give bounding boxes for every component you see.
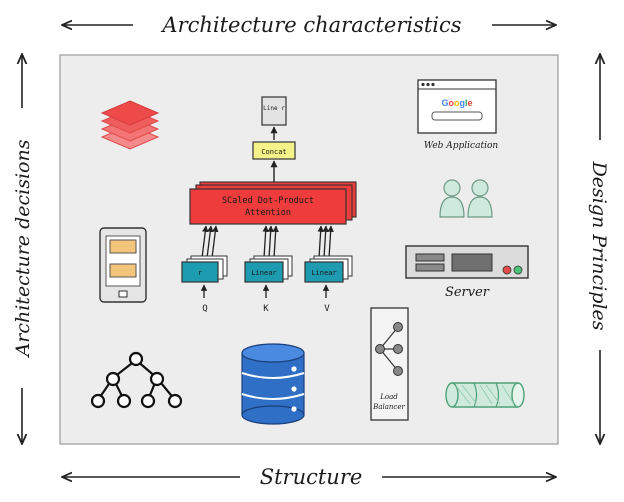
load-balancer-line2: Balancer	[372, 403, 405, 411]
bottom-axis: Structure	[62, 465, 556, 489]
search-bar	[431, 111, 483, 121]
logo-letter: G	[441, 98, 448, 108]
logo-letter: l	[465, 98, 468, 108]
input-q-label: Q	[202, 304, 207, 314]
logo-letter: e	[468, 98, 473, 108]
logo-letter: o	[448, 98, 454, 108]
top-label: Architecture characteristics	[160, 13, 461, 37]
load-balancer: Load Balancer	[370, 307, 409, 421]
database-icon	[241, 343, 305, 425]
web-application-caption: Web Application	[424, 141, 499, 151]
concat-label: Concat	[261, 148, 286, 156]
linear-k-label: Linear	[251, 269, 276, 277]
tree-icon	[90, 351, 183, 409]
right-axis: Design Principles	[588, 54, 610, 444]
logo-letter: o	[454, 98, 460, 108]
input-k-label: K	[263, 304, 269, 314]
right-label: Design Principles	[588, 161, 610, 331]
linear-k-box	[244, 261, 284, 283]
top-axis: Architecture characteristics	[62, 13, 556, 37]
input-v-label: V	[324, 304, 330, 314]
left-label: Architecture decisions	[12, 139, 34, 358]
sdpa-label-line2: Attention	[245, 208, 291, 218]
linear-v-label: Linear	[311, 269, 336, 277]
layers-icon	[100, 100, 160, 150]
load-balancer-line1: Load	[379, 393, 398, 401]
sdpa-label-line1: SCaled Dot-Product	[222, 196, 314, 206]
bottom-label: Structure	[260, 465, 363, 489]
left-axis: Architecture decisions	[12, 54, 34, 444]
linear-q-label: r	[198, 269, 202, 277]
linear-v-box	[304, 261, 344, 283]
web-application: Google Web Application	[417, 79, 499, 151]
output-label: Line r	[263, 105, 285, 112]
concat-box	[252, 141, 296, 160]
attention-diagram: Line r Concat SCaled Dot-Product Attenti…	[181, 96, 357, 314]
sdpa-box	[189, 188, 347, 225]
server-caption: Server	[445, 285, 490, 300]
queue-cylinder-icon	[445, 382, 525, 408]
mobile-device-icon	[99, 227, 147, 303]
users-icon	[439, 179, 493, 218]
logo-letter: g	[459, 98, 465, 108]
search-logo: Google	[441, 98, 472, 108]
output-box	[261, 96, 287, 126]
linear-q-box	[181, 261, 219, 283]
server: Server	[405, 245, 529, 300]
